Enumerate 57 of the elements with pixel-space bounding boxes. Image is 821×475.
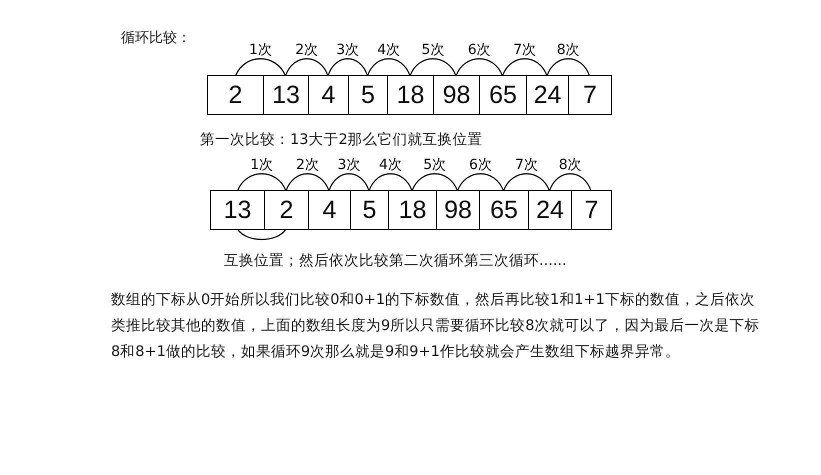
edge-label: 7次 — [514, 156, 539, 173]
cell-value: 65 — [489, 81, 517, 109]
edge-label: 8次 — [558, 156, 583, 173]
edge-label: 4次 — [378, 156, 403, 173]
edge-label: 2次 — [294, 42, 320, 58]
comparison-arc — [328, 173, 370, 192]
cell-value: 2 — [280, 196, 294, 224]
caption-text: 第一次比较：13大于2那么它们就互换位置 — [200, 131, 483, 149]
comparison-arc — [455, 58, 504, 76]
edge-label: 6次 — [466, 42, 492, 58]
cell-value: 98 — [442, 81, 470, 109]
comparison-arc — [548, 173, 592, 192]
cell-value: 7 — [584, 196, 598, 224]
edge-label: 2次 — [295, 156, 320, 173]
comparison-arc — [366, 58, 411, 76]
edge-label: 5次 — [422, 156, 448, 173]
array-box — [207, 75, 612, 115]
edge-label: 1次 — [248, 42, 273, 58]
comparison-arc — [237, 228, 286, 240]
comparison-arc — [502, 173, 550, 192]
comparison-arc — [285, 173, 330, 192]
cell-value: 4 — [322, 196, 336, 224]
edge-label: 6次 — [468, 156, 493, 173]
edge-label: 7次 — [512, 42, 538, 58]
comparison-arc — [284, 58, 329, 76]
explanation-paragraph: 数组的下标从0开始所以我们比较0和0+1的下标数值，然后再比较1和1+1下标的数值，之后依次类推比较其他的数值，上面的数组长度为9所以只需要循环比较8次就可以了，因为最后一次是下标8和8+1做的比较，如果循环9次那么就是9和9+1作比较就会产生数组下标越界异常。 — [111, 290, 760, 362]
comparison-arc — [502, 58, 548, 76]
comparison-arc — [411, 173, 458, 192]
cell-value: 5 — [362, 196, 376, 224]
comparison-arc — [234, 58, 286, 76]
edge-label: 8次 — [556, 42, 581, 58]
edge-label: 1次 — [249, 156, 274, 173]
cell-value: 98 — [444, 196, 472, 224]
cell-value: 13 — [272, 81, 300, 109]
comparison-arc — [409, 58, 457, 76]
cell-value: 4 — [322, 81, 336, 109]
section-heading: 循环比较： — [121, 30, 191, 47]
cell-value: 18 — [398, 196, 426, 224]
cell-value: 24 — [536, 196, 564, 224]
comparison-arc — [368, 173, 413, 192]
cell-value: 18 — [396, 81, 424, 109]
array-box — [210, 190, 612, 230]
edge-label: 5次 — [420, 42, 446, 58]
edge-label: 4次 — [376, 42, 402, 58]
edge-label: 3次 — [335, 42, 360, 58]
cell-value: 24 — [534, 81, 562, 109]
cell-value: 65 — [490, 196, 518, 224]
comparison-arc — [236, 173, 287, 192]
edge-label: 3次 — [336, 156, 362, 173]
cell-value: 5 — [361, 81, 375, 109]
comparison-arc — [327, 58, 368, 76]
cell-value: 7 — [583, 81, 597, 109]
cell-value: 2 — [228, 81, 242, 109]
comparison-arc — [456, 173, 504, 192]
comparison-arc — [546, 58, 590, 76]
cell-value: 13 — [224, 196, 252, 224]
note-text: 互换位置；然后依次比较第二次循环第三次循环...... — [224, 252, 567, 270]
